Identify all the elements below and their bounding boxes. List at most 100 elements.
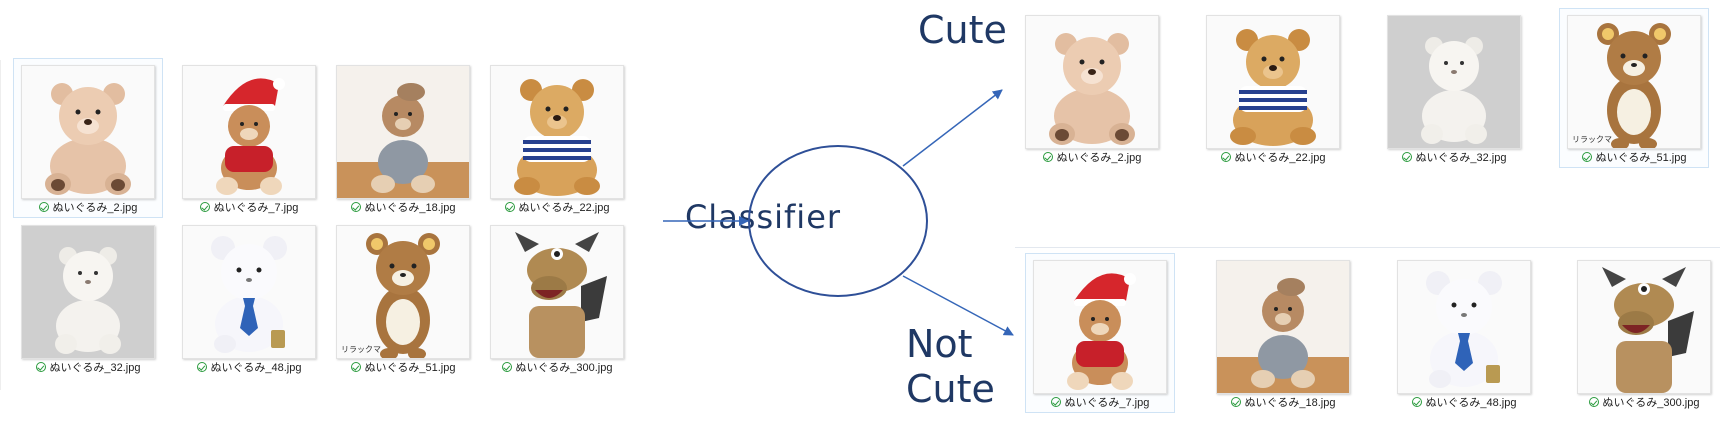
file-name: ぬいぐるみ_22.jpg xyxy=(518,202,610,214)
file-name: ぬいぐるみ_300.jpg xyxy=(1602,397,1700,409)
sync-check-icon xyxy=(504,202,515,212)
file-caption: ぬいぐるみ_18.jpg xyxy=(1209,394,1357,410)
sync-check-icon xyxy=(35,362,46,372)
cute-image-tile[interactable]: ぬいぐるみ_2.jpg xyxy=(1017,8,1167,168)
image-thumbnail: リラックマ xyxy=(1567,15,1701,149)
image-thumbnail: リラックマ xyxy=(336,225,470,359)
plush-image xyxy=(1597,23,1671,148)
file-caption: ぬいぐるみ_2.jpg xyxy=(1018,149,1166,165)
cute-label: Cute xyxy=(918,8,1007,52)
sync-check-icon xyxy=(1588,397,1599,407)
sync-check-icon xyxy=(501,362,512,372)
file-name: ぬいぐるみ_18.jpg xyxy=(1244,397,1336,409)
file-name: ぬいぐるみ_300.jpg xyxy=(515,362,613,374)
image-thumbnail xyxy=(1033,260,1167,394)
plush-image xyxy=(211,236,287,353)
sync-check-icon xyxy=(1230,397,1241,407)
sync-check-icon xyxy=(1581,152,1592,162)
plush-image xyxy=(514,79,600,196)
not-cute-image-tile[interactable]: ぬいぐるみ_300.jpg xyxy=(1569,253,1719,413)
plush-image xyxy=(1230,29,1316,146)
input-image-tile[interactable]: ぬいぐるみ_22.jpg xyxy=(482,58,632,218)
file-name: ぬいぐるみ_48.jpg xyxy=(210,362,302,374)
file-caption: ぬいぐるみ_48.jpg xyxy=(1390,394,1538,410)
sync-check-icon xyxy=(1401,152,1412,162)
classifier-label: Classifier xyxy=(684,198,842,236)
plush-image xyxy=(366,233,440,358)
not-cute-label-line2: Cute xyxy=(906,367,995,411)
input-image-tile[interactable]: ぬいぐるみ_300.jpg xyxy=(482,218,632,378)
plush-image xyxy=(45,83,131,195)
file-caption: ぬいぐるみ_18.jpg xyxy=(329,199,477,215)
category-divider xyxy=(1015,247,1720,248)
image-thumbnail xyxy=(1206,15,1340,149)
plush-image xyxy=(1602,267,1694,393)
input-image-tile[interactable]: ぬいぐるみ_32.jpg xyxy=(13,218,163,378)
image-thumbnail xyxy=(490,65,624,199)
image-thumbnail xyxy=(182,65,316,199)
image-thumbnail xyxy=(182,225,316,359)
file-caption: ぬいぐるみ_51.jpg xyxy=(329,359,477,375)
sync-check-icon xyxy=(1042,152,1053,162)
plush-image xyxy=(1067,273,1136,390)
image-thumbnail xyxy=(490,225,624,359)
cute-image-tile[interactable]: ぬいぐるみ_32.jpg xyxy=(1379,8,1529,168)
not-cute-image-tile[interactable]: ぬいぐるみ_18.jpg xyxy=(1208,253,1358,413)
sync-check-icon xyxy=(38,202,49,212)
image-thumbnail xyxy=(1387,15,1521,149)
file-caption: ぬいぐるみ_300.jpg xyxy=(1570,394,1718,410)
file-name: ぬいぐるみ_2.jpg xyxy=(1056,152,1142,164)
file-name: ぬいぐるみ_2.jpg xyxy=(52,202,138,214)
sync-check-icon xyxy=(350,202,361,212)
input-image-tile[interactable]: ぬいぐるみ_7.jpg xyxy=(174,58,324,218)
image-thumbnail xyxy=(21,65,155,199)
classifier-to-cute-arrow xyxy=(902,89,1003,167)
input-image-tile[interactable]: ぬいぐるみ_48.jpg xyxy=(174,218,324,378)
file-caption: ぬいぐるみ_32.jpg xyxy=(14,359,162,375)
plush-image xyxy=(216,78,285,195)
sync-check-icon xyxy=(350,362,361,372)
not-cute-image-tile[interactable]: ぬいぐるみ_48.jpg xyxy=(1389,253,1539,413)
input-image-tile[interactable]: ぬいぐるみ_2.jpg xyxy=(13,58,163,218)
image-thumbnail xyxy=(1397,260,1531,394)
cute-image-tile[interactable]: ぬいぐるみ_22.jpg xyxy=(1198,8,1348,168)
input-image-tile[interactable]: ぬいぐるみ_18.jpg xyxy=(328,58,478,218)
file-name: ぬいぐるみ_18.jpg xyxy=(364,202,456,214)
image-thumbnail xyxy=(1577,260,1711,394)
cute-image-tile[interactable]: リラックマぬいぐるみ_51.jpg xyxy=(1559,8,1709,168)
file-caption: ぬいぐるみ_32.jpg xyxy=(1380,149,1528,165)
file-name: ぬいぐるみ_7.jpg xyxy=(1064,397,1150,409)
image-thumbnail xyxy=(1025,15,1159,149)
file-caption: ぬいぐるみ_22.jpg xyxy=(1199,149,1347,165)
plush-image xyxy=(1217,278,1349,393)
file-caption: ぬいぐるみ_7.jpg xyxy=(1026,394,1174,410)
image-thumbnail xyxy=(21,225,155,359)
sync-check-icon xyxy=(199,202,210,212)
file-name: ぬいぐるみ_7.jpg xyxy=(213,202,299,214)
plush-image xyxy=(1421,37,1487,144)
file-name: ぬいぐるみ_32.jpg xyxy=(1415,152,1507,164)
not-cute-label-line1: Not xyxy=(906,322,973,366)
file-name: ぬいぐるみ_51.jpg xyxy=(364,362,456,374)
file-name: ぬいぐるみ_22.jpg xyxy=(1234,152,1326,164)
file-caption: ぬいぐるみ_48.jpg xyxy=(175,359,323,375)
image-thumbnail xyxy=(1216,260,1350,394)
sync-check-icon xyxy=(196,362,207,372)
image-watermark: リラックマ xyxy=(1572,135,1612,144)
file-caption: ぬいぐるみ_7.jpg xyxy=(175,199,323,215)
plush-image xyxy=(55,247,121,354)
plush-image xyxy=(515,232,607,358)
file-caption: ぬいぐるみ_22.jpg xyxy=(483,199,631,215)
file-caption: ぬいぐるみ_2.jpg xyxy=(14,199,162,215)
plush-image xyxy=(1049,33,1135,145)
image-watermark: リラックマ xyxy=(341,345,381,354)
not-cute-image-tile[interactable]: ぬいぐるみ_7.jpg xyxy=(1025,253,1175,413)
file-caption: ぬいぐるみ_51.jpg xyxy=(1560,149,1708,165)
left-edge-line xyxy=(0,60,1,390)
input-image-tile[interactable]: リラックマぬいぐるみ_51.jpg xyxy=(328,218,478,378)
image-thumbnail xyxy=(336,65,470,199)
file-name: ぬいぐるみ_51.jpg xyxy=(1595,152,1687,164)
file-name: ぬいぐるみ_32.jpg xyxy=(49,362,141,374)
sync-check-icon xyxy=(1050,397,1061,407)
sync-check-icon xyxy=(1220,152,1231,162)
